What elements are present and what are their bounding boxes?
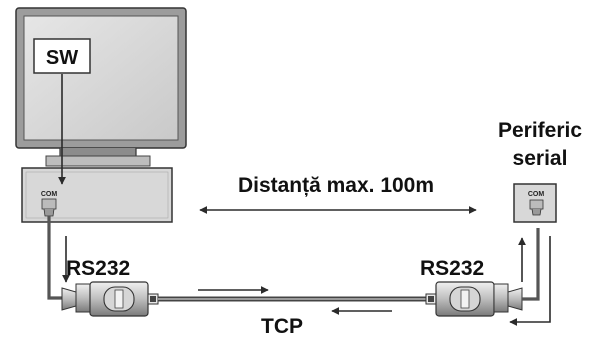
pc-com-port: COM <box>41 191 58 217</box>
software-box: SW <box>33 38 91 74</box>
right-converter <box>425 281 523 317</box>
distance-label: Distanță max. 100m <box>238 174 434 197</box>
left-converter-label: RS232 <box>66 257 130 280</box>
peripheral-device: COM <box>513 183 557 223</box>
pc-com-label: COM <box>41 191 58 198</box>
peripheral-com-label: COM <box>528 191 545 198</box>
left-serial-cable <box>47 216 62 300</box>
tcp-label: TCP <box>261 315 303 338</box>
left-converter <box>61 281 159 317</box>
right-serial-cable <box>522 228 540 301</box>
right-return-arrow <box>509 236 551 326</box>
software-label: SW <box>46 47 78 69</box>
peripheral-title-line2: serial <box>513 147 568 170</box>
right-converter-label: RS232 <box>420 257 484 280</box>
peripheral-title-line1: Periferic <box>498 119 582 142</box>
monitor <box>15 7 187 167</box>
